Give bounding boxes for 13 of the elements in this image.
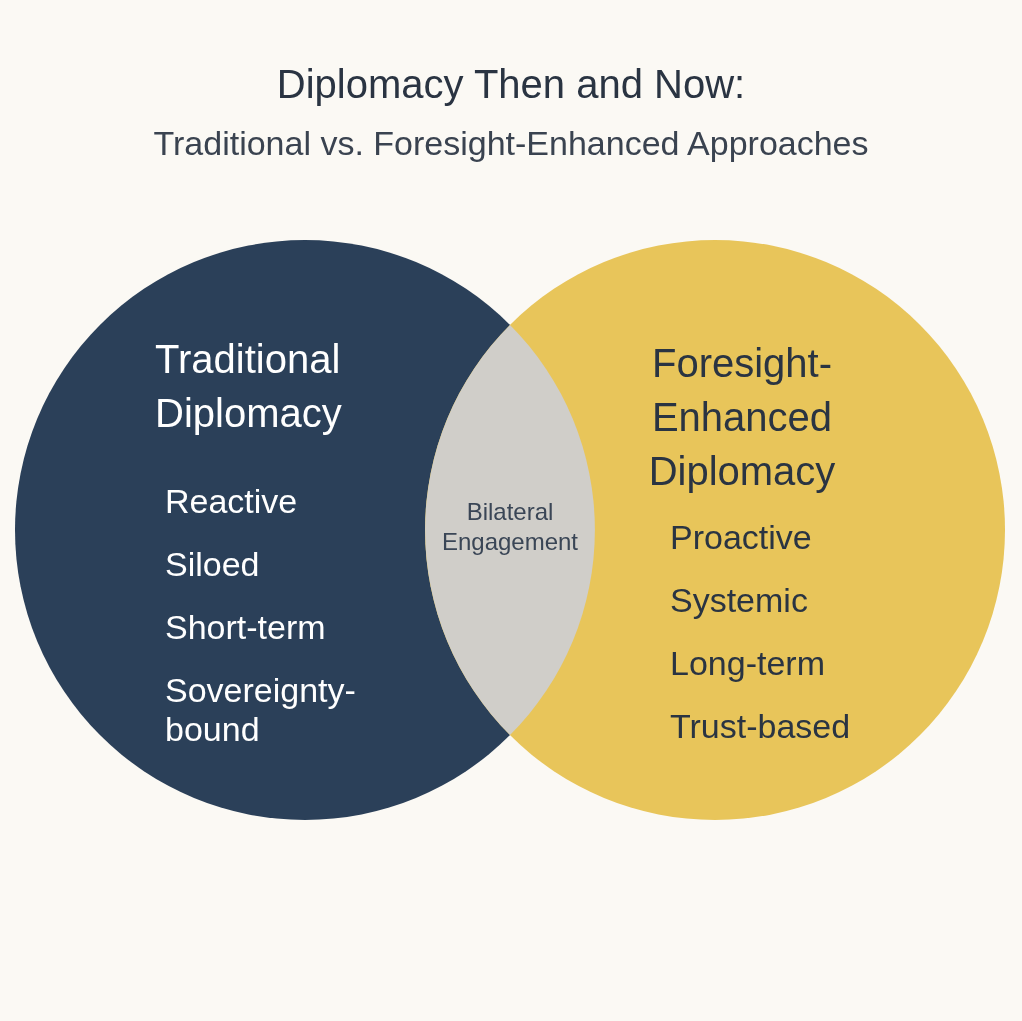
list-item: Siloed (165, 545, 261, 585)
title: Diplomacy Then and Now: (275, 62, 747, 107)
overlap-label: Bilateral Engagement (440, 497, 580, 557)
circle-heading: Foresight-Enhanced Diplomacy (647, 340, 837, 495)
list-item: Proactive (670, 518, 813, 558)
list-item: Short-term (165, 608, 327, 648)
list-item: Reactive (165, 482, 299, 522)
list-item: Long-term (670, 644, 826, 684)
list-item: Systemic (670, 581, 809, 621)
list-item: Trust-based (670, 707, 852, 747)
subtitle: Traditional vs. Foresight-Enhanced Approaches (152, 124, 870, 163)
circle-heading: Traditional Diplomacy (155, 336, 343, 437)
list-item: Sovereignty-bound (165, 671, 357, 750)
